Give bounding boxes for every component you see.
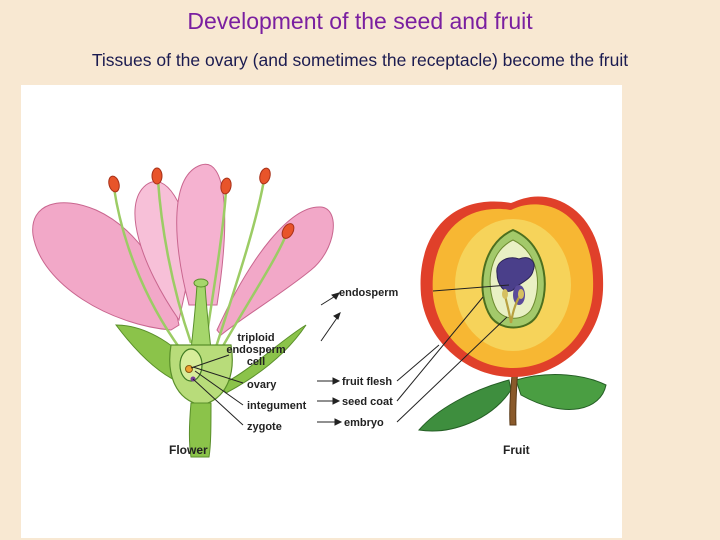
label-integument: integument: [247, 400, 307, 412]
label-zygote: zygote: [247, 421, 282, 433]
label-cell: cell: [247, 356, 265, 368]
flower-illustration: [33, 164, 334, 457]
embryo-cotyledon-right: [518, 289, 524, 299]
petal-right: [217, 207, 333, 335]
diagram-panel: triploid endosperm cell ovary integument…: [21, 85, 622, 538]
label-endosperm: endosperm: [339, 287, 399, 299]
caption-fruit: Fruit: [503, 443, 530, 457]
label-ovary: ovary: [247, 379, 277, 391]
embryo-cotyledon-left: [502, 289, 508, 299]
caption-flower: Flower: [169, 443, 208, 457]
stigma: [194, 279, 208, 287]
label-endosperm-cell: endosperm: [226, 344, 286, 356]
label-seed-coat: seed coat: [342, 396, 393, 408]
fruit-illustration: [419, 196, 606, 430]
label-triploid: triploid: [237, 332, 274, 344]
label-embryo: embryo: [344, 417, 384, 429]
triploid-cell: [186, 366, 193, 373]
label-fruit-flesh: fruit flesh: [342, 376, 392, 388]
flower-fruit-diagram: triploid endosperm cell ovary integument…: [21, 85, 622, 538]
fruit-leaf-right: [516, 375, 606, 410]
page-subtitle: Tissues of the ovary (and sometimes the …: [0, 50, 720, 71]
page-title: Development of the seed and fruit: [0, 8, 720, 35]
